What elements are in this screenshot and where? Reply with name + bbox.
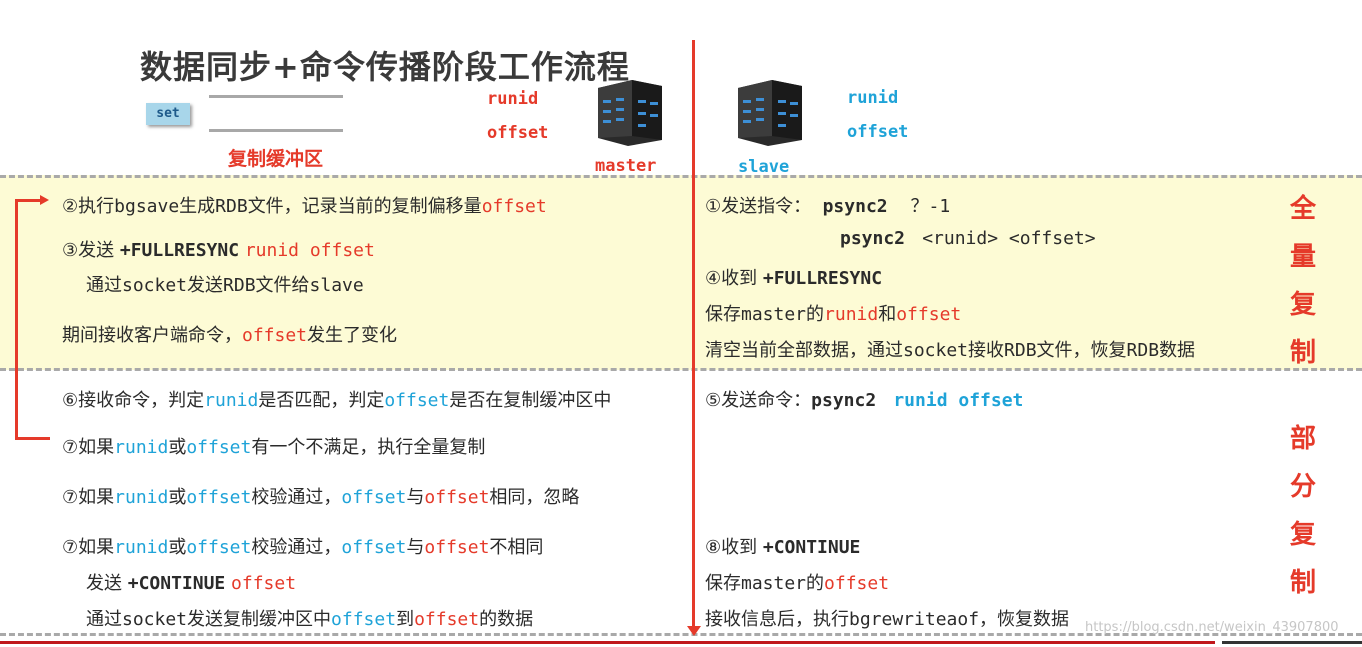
side-label-full-4: 制 xyxy=(1290,338,1317,368)
right-step-1: ①发送指令： psync2 ？-1 xyxy=(705,196,951,217)
left-step-7c-detail: 通过socket发送复制缓冲区中offset到offset的数据 xyxy=(86,609,534,630)
left-step-2: ②执行bgsave生成RDB文件，记录当前的复制偏移量offset xyxy=(62,196,547,217)
set-command-box: set xyxy=(146,103,190,125)
right-step-8-restore: 接收信息后，执行bgrewriteaof，恢复数据 xyxy=(705,609,1070,630)
side-label-partial-1: 部 xyxy=(1290,424,1317,454)
band-bottom-divider xyxy=(0,368,1362,371)
slave-runid: runid xyxy=(847,88,899,108)
buffer-caption: 复制缓冲区 xyxy=(228,148,324,170)
feedback-arrow-icon xyxy=(40,195,49,205)
full-copy-band xyxy=(0,175,1362,370)
slave-label: slave xyxy=(738,157,790,177)
master-label: master xyxy=(595,156,657,176)
left-offset-change: 期间接收客户端命令，offset发生了变化 xyxy=(62,325,398,346)
footer-watermark: https://blog.csdn.net/weixin_43907800 xyxy=(1085,620,1339,635)
footer-red-bar xyxy=(0,641,1215,644)
left-step-7b: ⑦如果runid或offset校验通过，offset与offset相同，忽略 xyxy=(62,487,580,508)
buffer-line-bottom xyxy=(209,129,343,132)
master-runid: runid xyxy=(487,89,539,109)
side-label-partial-2: 分 xyxy=(1290,472,1317,502)
left-step-3: ③发送 +FULLRESYNC runid offset xyxy=(62,240,375,261)
left-step-3-detail: 通过socket发送RDB文件给slave xyxy=(86,275,364,296)
left-step-6: ⑥接收命令，判定runid是否匹配，判定offset是否在复制缓冲区中 xyxy=(62,390,612,411)
timeline-arrow-icon xyxy=(687,626,701,636)
side-label-partial-4: 制 xyxy=(1290,568,1317,598)
right-step-4-clear: 清空当前全部数据，通过socket接收RDB文件，恢复RDB数据 xyxy=(705,340,1196,361)
side-label-full-2: 量 xyxy=(1290,242,1317,272)
slave-server-icon xyxy=(738,80,802,146)
page-title: 数据同步+命令传播阶段工作流程 xyxy=(140,48,630,86)
left-step-7c-send: 发送 +CONTINUE offset xyxy=(86,573,297,594)
left-step-7a: ⑦如果runid或offset有一个不满足，执行全量复制 xyxy=(62,437,486,458)
right-step-8-save: 保存master的offset xyxy=(705,573,890,594)
footer-background xyxy=(0,641,1362,647)
feedback-bracket xyxy=(15,200,18,440)
timeline-divider xyxy=(692,40,695,630)
footer-dark-bar xyxy=(1222,641,1362,644)
band-top-divider xyxy=(0,175,1362,178)
right-step-5: ⑤发送命令：psync2 runid offset xyxy=(705,390,1024,411)
right-step-1-alt: psync2 <runid> <offset> xyxy=(840,228,1096,249)
left-step-7c: ⑦如果runid或offset校验通过，offset与offset不相同 xyxy=(62,537,544,558)
right-step-8: ⑧收到 +CONTINUE xyxy=(705,537,861,558)
buffer-line-top xyxy=(209,95,343,98)
slave-offset: offset xyxy=(847,122,909,142)
master-offset: offset xyxy=(487,123,549,143)
bottom-divider xyxy=(0,633,1362,636)
right-step-4: ④收到 +FULLRESYNC xyxy=(705,268,883,289)
side-label-partial-3: 复 xyxy=(1290,520,1317,550)
feedback-bracket-bottom xyxy=(15,437,50,440)
master-server-icon xyxy=(598,80,662,146)
side-label-full-3: 复 xyxy=(1290,290,1317,320)
right-step-4-save: 保存master的runid和offset xyxy=(705,304,962,325)
side-label-full-1: 全 xyxy=(1290,194,1317,224)
feedback-bracket-top xyxy=(15,199,43,202)
